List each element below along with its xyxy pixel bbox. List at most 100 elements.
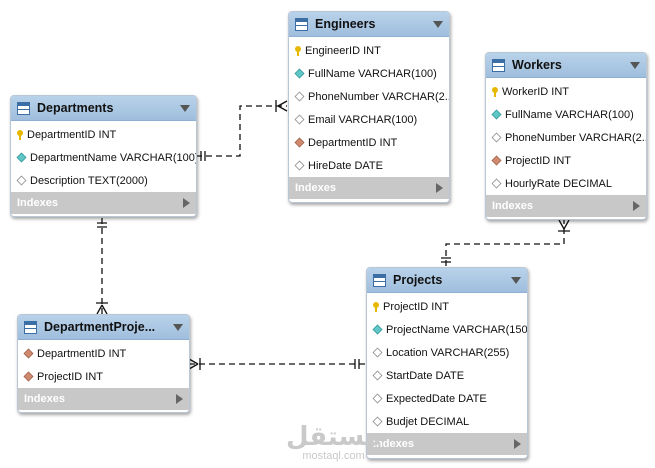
column-label: ProjectID INT: [505, 154, 572, 167]
watermark-url: mostaql.com: [302, 450, 365, 462]
column-row[interactable]: FullName VARCHAR(100): [289, 62, 449, 85]
column-row[interactable]: HourlyRate DECIMAL: [486, 172, 646, 195]
chevron-down-icon[interactable]: [173, 323, 183, 331]
one-marker-departments-bottom: [97, 222, 107, 228]
table-projects[interactable]: Projects ProjectID INT ProjectName VARCH…: [366, 267, 528, 459]
many-marker-engineers: [275, 100, 288, 112]
table-engineers[interactable]: Engineers EngineerID INT FullName VARCHA…: [288, 11, 450, 203]
column-row[interactable]: FullName VARCHAR(100): [486, 103, 646, 126]
column-row[interactable]: PhoneNumber VARCHAR(2...: [486, 126, 646, 149]
not-null-diamond-icon: [491, 109, 502, 120]
column-row[interactable]: StartDate DATE: [367, 364, 527, 387]
primary-key-icon: [492, 86, 498, 97]
table-header[interactable]: DepartmentProje...: [18, 315, 189, 340]
column-label: HourlyRate DECIMAL: [505, 177, 612, 190]
chevron-down-icon[interactable]: [511, 276, 521, 284]
column-label: DepartmentName VARCHAR(100): [30, 151, 196, 164]
nullable-diamond-icon: [294, 114, 305, 125]
foreign-key-diamond-icon: [23, 348, 34, 359]
column-label: FullName VARCHAR(100): [308, 67, 437, 80]
column-row[interactable]: EngineerID INT: [289, 39, 449, 62]
table-header[interactable]: Projects: [367, 268, 527, 293]
column-label: Description TEXT(2000): [30, 174, 148, 187]
column-row[interactable]: PhoneNumber VARCHAR(2...: [289, 85, 449, 108]
column-row[interactable]: Budjet DECIMAL: [367, 410, 527, 433]
column-row[interactable]: HireDate DATE: [289, 154, 449, 177]
rel-departments-engineers: [196, 105, 287, 157]
nullable-diamond-icon: [294, 91, 305, 102]
column-row[interactable]: ProjectID INT: [486, 149, 646, 172]
column-row[interactable]: DepartmentName VARCHAR(100): [11, 146, 196, 169]
chevron-down-icon[interactable]: [180, 104, 190, 112]
expand-arrow-icon[interactable]: [514, 439, 521, 449]
foreign-key-diamond-icon: [491, 155, 502, 166]
column-row[interactable]: Email VARCHAR(100): [289, 108, 449, 131]
table-workers[interactable]: Workers WorkerID INT FullName VARCHAR(10…: [485, 52, 647, 220]
column-label: ExpectedDate DATE: [386, 392, 487, 405]
many-marker-workers: [558, 219, 570, 232]
chevron-down-icon[interactable]: [433, 20, 443, 28]
expand-arrow-icon[interactable]: [183, 198, 190, 208]
table-icon: [295, 17, 308, 31]
column-label: ProjectName VARCHAR(150): [386, 323, 527, 336]
column-label: WorkerID INT: [502, 85, 570, 98]
column-row[interactable]: ProjectID INT: [367, 295, 527, 318]
primary-key-icon: [373, 301, 379, 312]
column-label: EngineerID INT: [305, 44, 381, 57]
column-label: PhoneNumber VARCHAR(2...: [505, 131, 646, 144]
column-label: PhoneNumber VARCHAR(2...: [308, 90, 449, 103]
column-row[interactable]: Location VARCHAR(255): [367, 341, 527, 364]
foreign-key-diamond-icon: [23, 371, 34, 382]
nullable-diamond-icon: [294, 160, 305, 171]
column-label: ProjectID INT: [37, 370, 104, 383]
table-header[interactable]: Departments: [11, 96, 196, 121]
table-icon: [17, 101, 30, 115]
column-row[interactable]: ProjectID INT: [18, 365, 189, 388]
one-marker-departments: [200, 151, 206, 161]
table-department-projects[interactable]: DepartmentProje... DepartmentID INT Proj…: [17, 314, 190, 413]
column-label: DepartmentID INT: [308, 136, 398, 149]
primary-key-icon: [295, 45, 301, 56]
expand-arrow-icon[interactable]: [176, 394, 183, 404]
chevron-down-icon[interactable]: [630, 61, 640, 69]
indexes-section[interactable]: Indexes: [18, 388, 189, 410]
nullable-diamond-icon: [372, 393, 383, 404]
table-title: Engineers: [315, 17, 376, 31]
not-null-diamond-icon: [372, 324, 383, 335]
indexes-section[interactable]: Indexes: [289, 177, 449, 199]
indexes-label: Indexes: [17, 197, 58, 209]
indexes-label: Indexes: [492, 200, 533, 212]
column-row[interactable]: ProjectName VARCHAR(150): [367, 318, 527, 341]
indexes-section[interactable]: Indexes: [367, 433, 527, 455]
expand-arrow-icon[interactable]: [436, 183, 443, 193]
column-label: DepartmentID INT: [27, 128, 117, 141]
indexes-section[interactable]: Indexes: [486, 195, 646, 217]
nullable-diamond-icon: [491, 132, 502, 143]
table-icon: [373, 273, 386, 287]
table-title: Projects: [393, 273, 443, 287]
column-row[interactable]: DepartmentID INT: [11, 123, 196, 146]
watermark: مستقل mostaql.com: [286, 424, 381, 462]
column-row[interactable]: WorkerID INT: [486, 80, 646, 103]
table-title: DepartmentProje...: [44, 320, 156, 334]
column-label: StartDate DATE: [386, 369, 465, 382]
table-departments[interactable]: Departments DepartmentID INT DepartmentN…: [10, 95, 197, 217]
column-row[interactable]: ExpectedDate DATE: [367, 387, 527, 410]
column-label: Email VARCHAR(100): [308, 113, 418, 126]
column-row[interactable]: DepartmentID INT: [289, 131, 449, 154]
not-null-diamond-icon: [16, 152, 27, 163]
not-null-diamond-icon: [294, 68, 305, 79]
indexes-section[interactable]: Indexes: [11, 192, 196, 214]
one-marker-projects-left: [354, 359, 360, 369]
column-label: Budjet DECIMAL: [386, 415, 470, 428]
nullable-diamond-icon: [491, 178, 502, 189]
table-header[interactable]: Engineers: [289, 12, 449, 37]
table-icon: [24, 320, 37, 334]
column-label: FullName VARCHAR(100): [505, 108, 634, 121]
expand-arrow-icon[interactable]: [633, 201, 640, 211]
column-label: HireDate DATE: [308, 159, 383, 172]
column-row[interactable]: DepartmentID INT: [18, 342, 189, 365]
table-header[interactable]: Workers: [486, 53, 646, 78]
column-row[interactable]: Description TEXT(2000): [11, 169, 196, 192]
